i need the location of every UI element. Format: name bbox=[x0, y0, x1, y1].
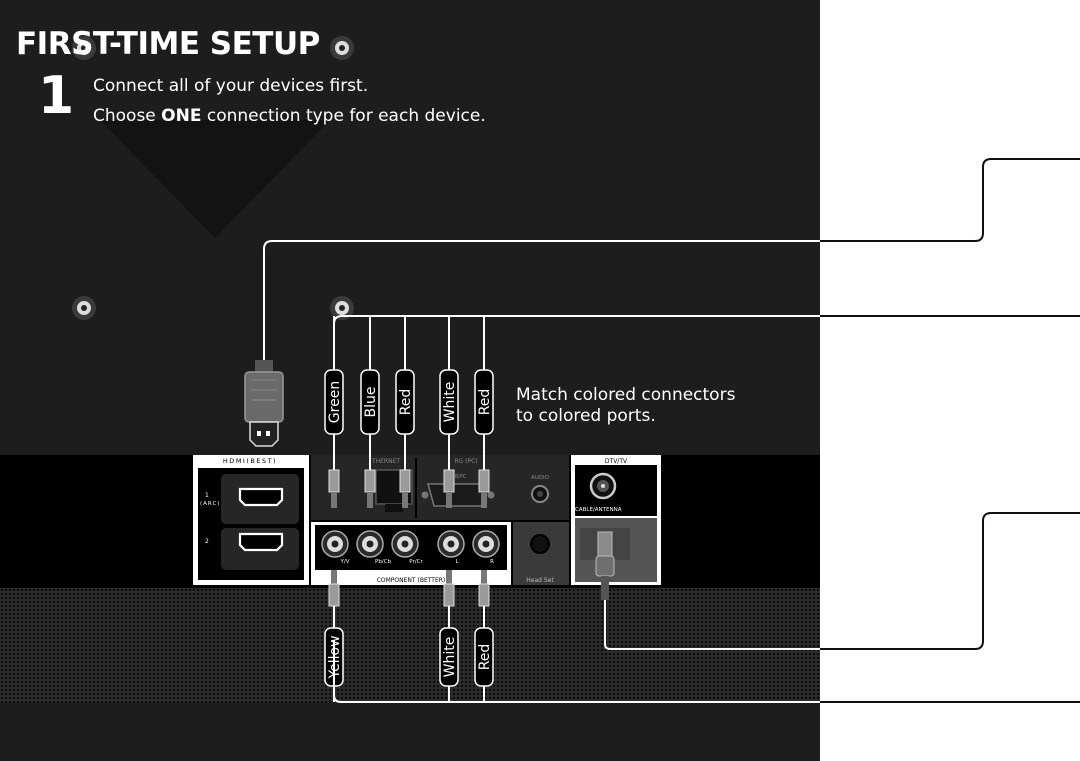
component-cable: Green bbox=[324, 316, 344, 508]
v-chevron-shape bbox=[100, 120, 330, 238]
speaker-grille bbox=[0, 588, 820, 703]
instruction-suffix: connection type for each device. bbox=[201, 106, 486, 126]
decorative-shapes bbox=[72, 36, 354, 320]
instruction-emphasis: ONE bbox=[161, 106, 202, 126]
ethernet-header: THERNET bbox=[371, 458, 400, 465]
rca-port[interactable] bbox=[472, 530, 500, 558]
mount-screw-icon bbox=[72, 36, 96, 60]
mount-screw-icon bbox=[330, 296, 354, 320]
rca-port[interactable] bbox=[321, 530, 349, 558]
match-note-line-2: to colored ports. bbox=[516, 406, 656, 426]
composite-cable: White bbox=[439, 570, 459, 702]
headset-label: Head Set bbox=[526, 577, 554, 584]
component-footer: COMPONENT (BETTER) bbox=[377, 577, 446, 584]
cable-color-label: Blue bbox=[363, 387, 379, 418]
headset-port[interactable] bbox=[530, 534, 550, 554]
page-title: FIRST-TIME SETUP bbox=[16, 26, 320, 62]
rca-port-label: R bbox=[490, 559, 494, 565]
rca-port-label: Pb/Cb bbox=[375, 559, 392, 565]
mount-screw-icon bbox=[72, 296, 96, 320]
rca-port-label: L bbox=[455, 559, 459, 565]
component-cable: Red bbox=[395, 316, 415, 508]
cable-antenna-label: CABLE/ANTENNA bbox=[575, 507, 622, 513]
hdmi-port-2[interactable] bbox=[238, 532, 284, 552]
step-number: 1 bbox=[38, 66, 75, 126]
mount-screw-icon bbox=[330, 36, 354, 60]
dtv-header: DTV/TV bbox=[605, 458, 628, 465]
match-note: Match colored connectors to colored port… bbox=[516, 385, 735, 427]
cable-color-label: Red bbox=[398, 389, 414, 416]
instruction-line-2: Choose ONE connection type for each devi… bbox=[93, 106, 486, 126]
composite-label: COMPOSITE(GOOD) bbox=[373, 570, 442, 576]
leader-line-hdmi bbox=[820, 158, 1080, 242]
hdmi-header: HDMI(BEST) bbox=[223, 457, 277, 465]
cable-color-label: White bbox=[442, 637, 458, 678]
audio-label: AUDIO bbox=[531, 475, 550, 481]
match-note-line-1: Match colored connectors bbox=[516, 385, 736, 405]
rca-port-label: Pr/Cr bbox=[409, 559, 423, 565]
rca-port[interactable] bbox=[391, 530, 419, 558]
rca-port[interactable] bbox=[356, 530, 384, 558]
hdmi-port-1-note: (ARC) bbox=[200, 501, 220, 507]
rca-port[interactable] bbox=[437, 530, 465, 558]
rgb-port-label: RGB/PC bbox=[448, 474, 467, 480]
cable-color-label: Green bbox=[327, 381, 343, 423]
component-cable: Red bbox=[474, 316, 494, 508]
hdmi-plug-icon bbox=[244, 360, 284, 447]
cable-color-label: Red bbox=[477, 644, 493, 671]
coax-plug-icon bbox=[595, 531, 615, 600]
cable-color-label: Red bbox=[477, 389, 493, 416]
component-cable: Blue bbox=[360, 316, 380, 508]
component-cable: White bbox=[439, 316, 459, 508]
cable-color-label: White bbox=[442, 382, 458, 423]
hdmi-port-1[interactable] bbox=[238, 487, 284, 507]
rca-port-row: Y/V Pb/Cb Pr/Cr L R bbox=[321, 530, 500, 565]
hdmi-port-2-number: 2 bbox=[205, 538, 209, 545]
rgb-header: RG (PC) bbox=[454, 458, 477, 465]
composite-cable: Red bbox=[474, 570, 494, 702]
instruction-prefix: Choose bbox=[93, 106, 162, 126]
instruction-line-1: Connect all of your devices first. bbox=[93, 76, 369, 96]
hdmi-port-1-number: 1 bbox=[205, 492, 209, 499]
leader-line-antenna bbox=[820, 512, 1080, 650]
rca-port-label: Y/V bbox=[340, 559, 350, 565]
